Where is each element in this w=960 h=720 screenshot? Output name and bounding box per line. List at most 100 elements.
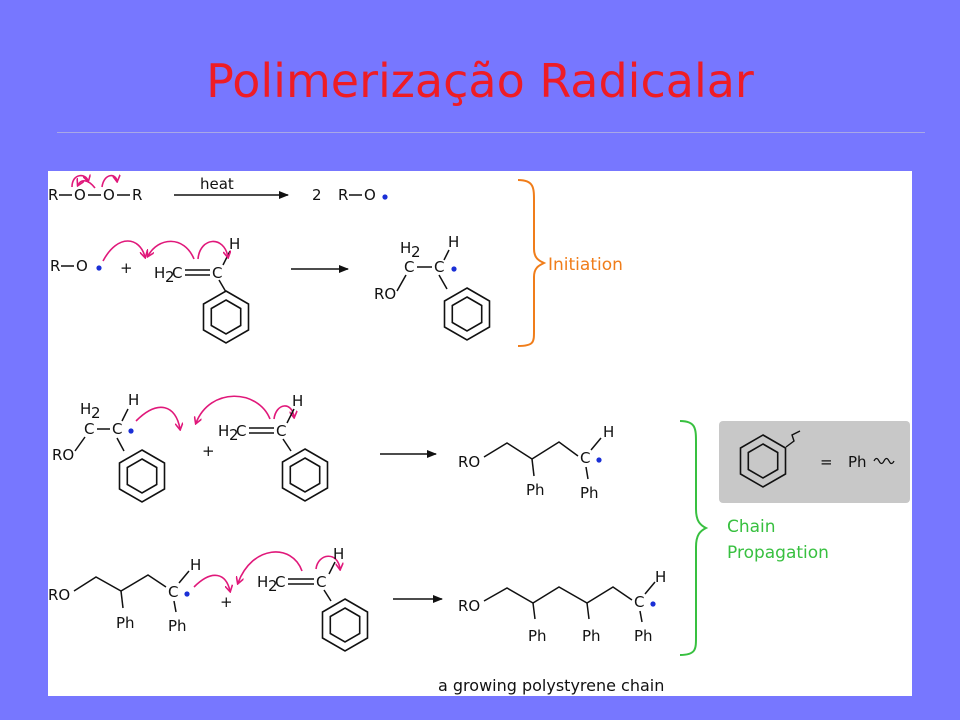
slide-title: Polimerização Radicalar [206,54,754,108]
ro-group: RO [458,597,480,615]
chain-bonds [483,441,579,460]
bond [282,438,292,452]
atom-h2: H [154,264,165,282]
atom-c: C [84,420,94,438]
radical-dot [596,457,602,463]
electron-arrow [197,240,228,259]
phenyl-label: Ph [634,627,653,645]
electron-arrow [102,240,145,262]
bond [438,274,448,290]
plus-sign: + [120,259,133,277]
ro-group: RO [52,446,74,464]
bond [585,466,589,480]
radical-dot [96,265,102,271]
atom-h: H [333,545,344,563]
radical-dot [650,601,656,607]
heat-label: heat [200,175,234,193]
electron-arrow [148,240,195,260]
atom-c: C [634,593,644,611]
ro-group: RO [458,453,480,471]
bond [532,602,536,620]
row-propagation-2: RO Ph C H Ph + H 2 C C H RO Ph Ph C H [48,545,666,652]
wavy-bond [785,430,801,448]
electron-arrow [135,406,180,429]
bond [218,279,227,293]
atom-c: C [404,258,414,276]
atom-c: C [112,420,122,438]
bond [74,436,86,452]
radical-dot [451,266,457,272]
atom-h2: H [400,239,411,257]
bond [178,570,190,584]
atom-c: C [212,264,222,282]
bond [286,408,295,424]
atom-h: H [190,556,201,574]
phenyl-label: Ph [528,627,547,645]
phenyl-label: Ph [526,481,545,499]
atom-c: C [276,422,286,440]
plus-sign: + [220,593,233,611]
atom-c: C [275,573,285,591]
atom-c: C [172,264,182,282]
atom-h: H [603,423,614,441]
subscript: 2 [229,426,239,444]
atom-h2: H [257,573,268,591]
atom-h: H [128,391,139,409]
propagation-bracket [679,420,709,656]
scheme-svg: R O O R heat 2 R O R O + H 2 C C H [48,171,910,695]
subscript: 2 [165,268,175,286]
chain-label: Chain [727,517,776,537]
caption-growing-chain: a growing polystyrene chain [438,676,664,695]
benzene-ring [202,290,250,344]
wavy-bond [873,457,895,465]
title-divider [57,132,925,133]
bond [328,561,336,575]
bond [173,600,177,613]
benzene-ring [118,449,166,503]
atom-c: C [168,583,178,601]
row-propagation-1: H 2 C C H RO + H 2 C C H RO Ph C H [52,391,614,503]
row-initiation-addition: R O + H 2 C C H H 2 C C H RO [50,233,491,344]
atom-r: R [50,257,60,275]
bond [586,602,590,620]
phenyl-label: Ph [168,617,187,635]
electron-arrow [78,181,96,189]
electron-arrow [196,395,271,423]
legend-ph: Ph [848,453,867,471]
initiation-label: Initiation [548,255,623,275]
electron-arrow [101,176,117,188]
benzene-ring [281,448,329,502]
atom-h: H [448,233,459,251]
bond [590,437,602,451]
bond [443,249,450,261]
bond [116,437,125,452]
electron-arrow [71,176,88,188]
benzene-ring [321,598,369,652]
bond [644,581,656,595]
electron-arrow [315,555,340,569]
legend-box [719,421,910,503]
bond [639,610,643,623]
atom-h2: H [80,400,91,418]
atom-o: O [74,186,86,204]
atom-r: R [48,186,58,204]
radical-dot [128,428,134,434]
reaction-scheme: R O O R heat 2 R O R O + H 2 C C H [48,171,912,696]
bond [323,589,332,602]
atom-o: O [364,186,376,204]
phenyl-label: Ph [582,627,601,645]
row-peroxide-cleavage: R O O R heat 2 R O [48,175,388,204]
atom-h: H [292,392,303,410]
electron-arrow [273,405,294,419]
subscript: 2 [268,577,278,595]
phenyl-label: Ph [116,614,135,632]
coefficient: 2 [312,186,322,204]
subscript: 2 [411,243,421,261]
atom-h: H [655,568,666,586]
plus-sign: + [202,442,215,460]
atom-c: C [580,449,590,467]
atom-o: O [76,257,88,275]
electron-arrow [238,551,303,583]
phenyl-label: Ph [580,484,599,502]
atom-r: R [338,186,348,204]
